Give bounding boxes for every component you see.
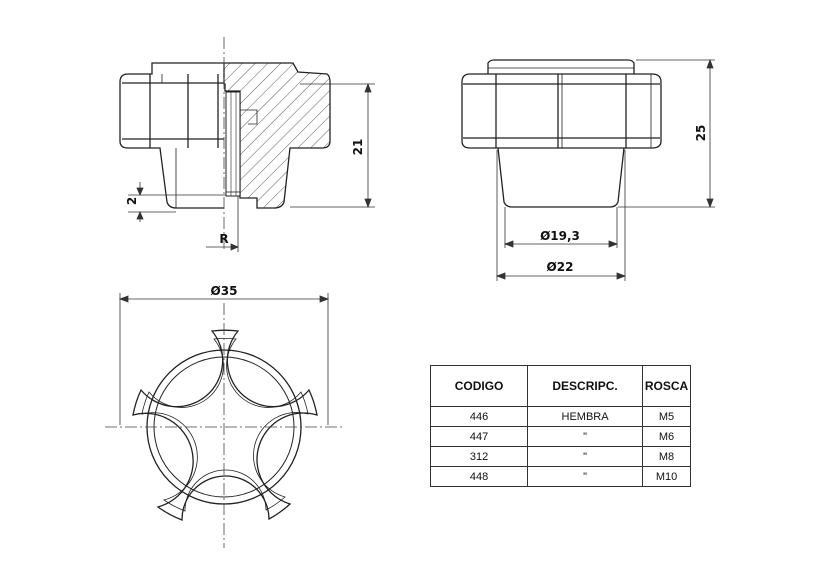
- dim-dia-35-label: Ø35: [211, 284, 238, 298]
- section-hatch: [223, 62, 331, 209]
- header-descripc: DESCRIPC.: [527, 365, 644, 407]
- dim-dia-19-3: [503, 207, 619, 248]
- section-view: [119, 62, 331, 209]
- cell-codigo: 312: [429, 446, 529, 467]
- table-row: 312 " M8: [429, 446, 691, 467]
- cell-codigo: 448: [429, 466, 529, 487]
- dim-dia-35: [118, 293, 330, 425]
- header-codigo: CODIGO: [429, 365, 529, 407]
- top-view-centerlines: [105, 303, 344, 548]
- cell-rosca: M10: [642, 466, 691, 487]
- dim-dia-22: [495, 150, 627, 281]
- side-view: [461, 59, 662, 208]
- cell-descripc: ": [527, 426, 644, 447]
- cell-descripc: ": [527, 466, 644, 487]
- table-row: 446 HEMBRA M5: [429, 406, 691, 427]
- dim-21-label: 21: [351, 139, 365, 156]
- dim-25-label: 25: [694, 125, 708, 142]
- dim-r: [206, 196, 240, 252]
- dim-r-label: R: [219, 232, 228, 246]
- cell-rosca: M8: [642, 446, 691, 467]
- cell-codigo: 446: [429, 406, 529, 427]
- knob-outline: [132, 329, 318, 521]
- spec-table: CODIGO DESCRIPC. ROSCA 446 HEMBRA M5 447…: [429, 365, 691, 487]
- dim-dia-22-label: Ø22: [547, 260, 574, 274]
- table-row: 448 " M10: [429, 466, 691, 487]
- cell-rosca: M5: [642, 406, 691, 427]
- cell-codigo: 447: [429, 426, 529, 447]
- cell-descripc: HEMBRA: [527, 406, 644, 427]
- cell-rosca: M6: [642, 426, 691, 447]
- dim-25: [618, 58, 715, 209]
- dim-21: [290, 82, 375, 209]
- dim-dia-19-3-label: Ø19,3: [540, 229, 580, 243]
- top-view: [132, 329, 318, 521]
- dim-2-label: 2: [125, 197, 139, 205]
- header-rosca: ROSCA: [642, 365, 691, 407]
- table-header-row: CODIGO DESCRIPC. ROSCA: [429, 365, 691, 407]
- table-row: 447 " M6: [429, 426, 691, 447]
- cell-descripc: ": [527, 446, 644, 467]
- dim-2: [128, 182, 226, 222]
